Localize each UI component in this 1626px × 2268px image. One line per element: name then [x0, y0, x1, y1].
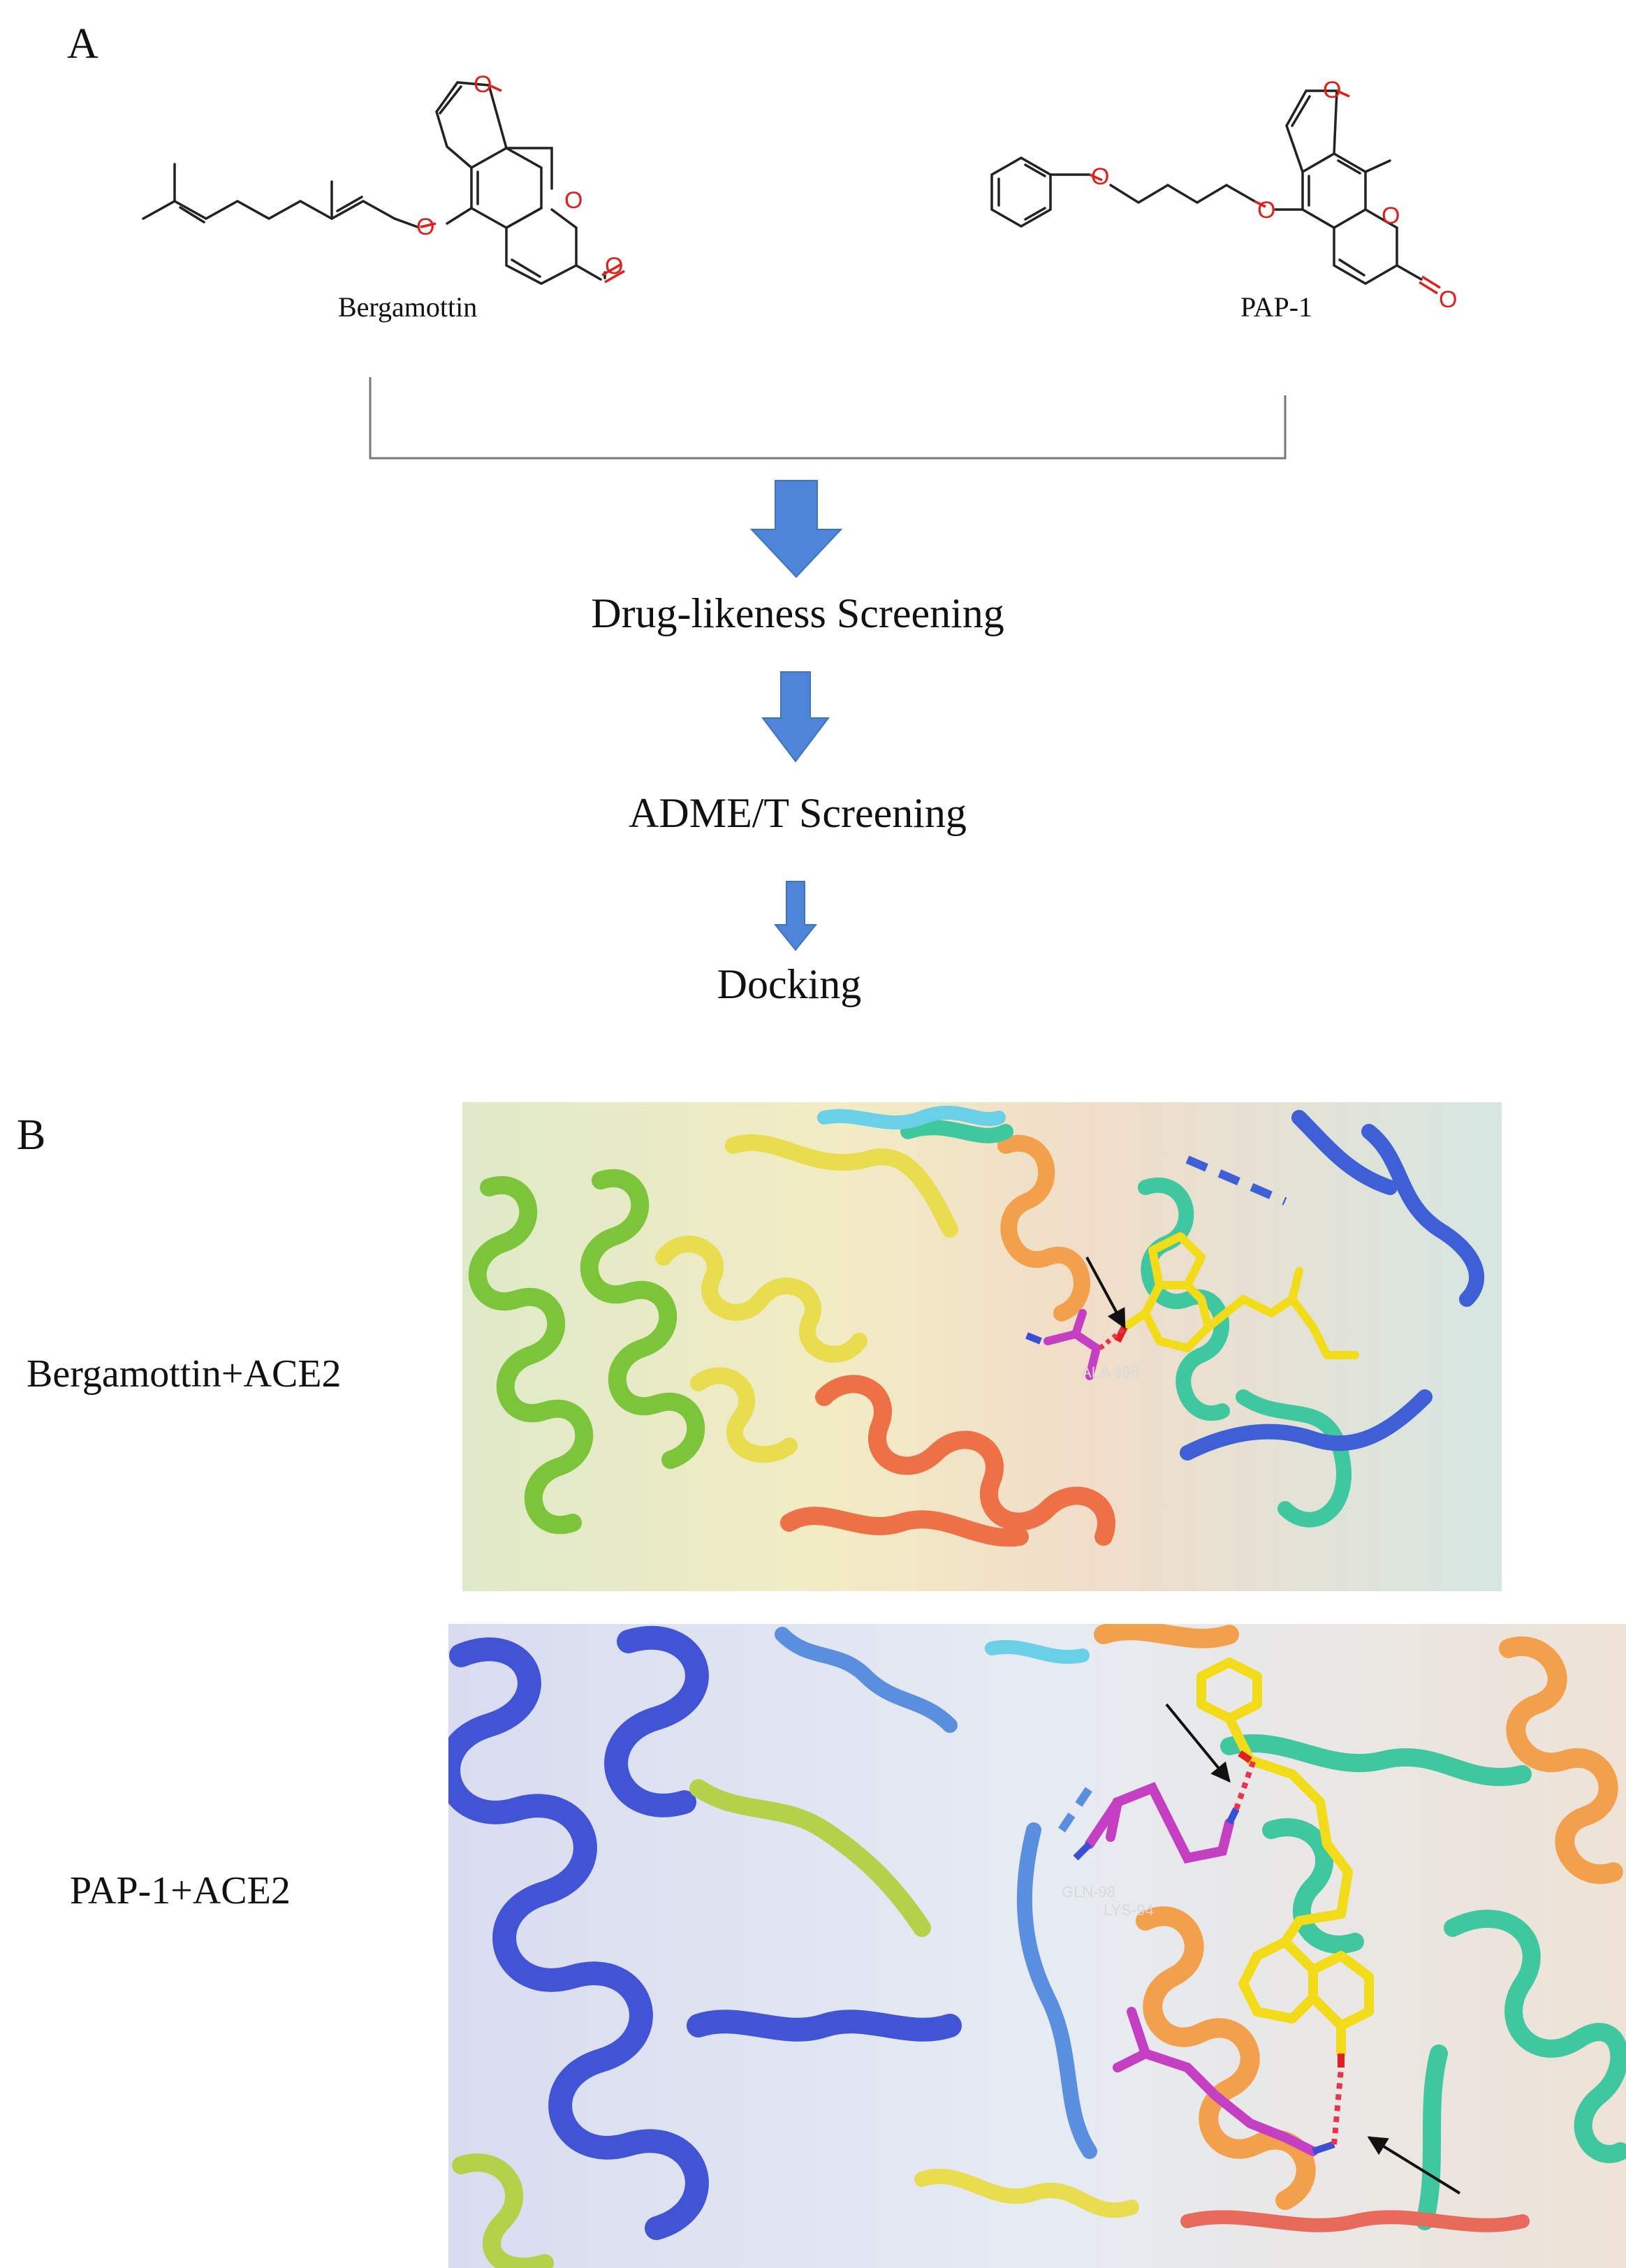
pap1-lactone-oxygen: O — [1382, 203, 1400, 229]
down-arrow-2 — [761, 671, 830, 763]
residue-label-ala396: ALA 396 — [1081, 1363, 1139, 1381]
ala396-residue — [1043, 1309, 1101, 1380]
docking-image-pap1-ace2: GLN-98 LYS-94 — [448, 1624, 1626, 2268]
pap1-carbonyl-oxygen: O — [1439, 286, 1457, 313]
down-arrow-3 — [773, 881, 818, 951]
bergamottin-ether-oxygen: O — [416, 214, 434, 240]
lys94-residue — [1113, 2007, 1318, 2156]
pointer-arrow-top — [1085, 1257, 1126, 1329]
step-drug-likeness: Drug-likeness Screening — [591, 590, 1004, 636]
docking-image-bergamottin-ace2: ALA 396 — [462, 1102, 1502, 1591]
step-admet: ADME/T Screening — [629, 790, 967, 836]
pap1-structure — [990, 89, 1423, 286]
hbond-bottom-1 — [1233, 1759, 1257, 1810]
panel-b-letter: B — [17, 1111, 46, 1159]
gln98-residue — [1085, 1782, 1234, 1864]
compound-name-pap1: PAP-1 — [1240, 291, 1313, 323]
pap1-ligand — [1196, 1658, 1374, 2058]
pointer-arrow-bottom-1 — [1165, 1703, 1231, 1783]
pointer-arrow-bottom-2 — [1367, 2136, 1461, 2195]
bergamottin-structure — [142, 81, 606, 285]
complex-label-pap1-ace2: PAP-1+ACE2 — [70, 1869, 291, 1912]
residue-label-lys94: LYS-94 — [1104, 1901, 1154, 1919]
pap1-phenoxy-oxygen: O — [1091, 163, 1109, 190]
compound-name-bergamottin: Bergamottin — [338, 291, 478, 323]
hbond-bottom-2 — [1331, 2068, 1344, 2145]
residue-label-gln98: GLN-98 — [1062, 1883, 1115, 1901]
pap1-furan-oxygen: O — [1323, 77, 1341, 103]
complex-label-bergamottin-ace2: Bergamottin+ACE2 — [27, 1352, 342, 1396]
bergamottin-ligand — [1120, 1232, 1359, 1359]
bergamottin-furan-oxygen: O — [474, 71, 492, 98]
down-arrow-1 — [749, 480, 843, 578]
step-docking: Docking — [717, 961, 862, 1007]
pap1-ether-oxygen: O — [1257, 197, 1275, 224]
bergamottin-lactone-oxygen: O — [564, 187, 583, 214]
hbond-top — [1098, 1326, 1127, 1350]
bergamottin-carbonyl-oxygen: O — [605, 253, 623, 279]
panel-a-letter: A — [67, 20, 98, 68]
merge-bracket — [369, 377, 1287, 460]
